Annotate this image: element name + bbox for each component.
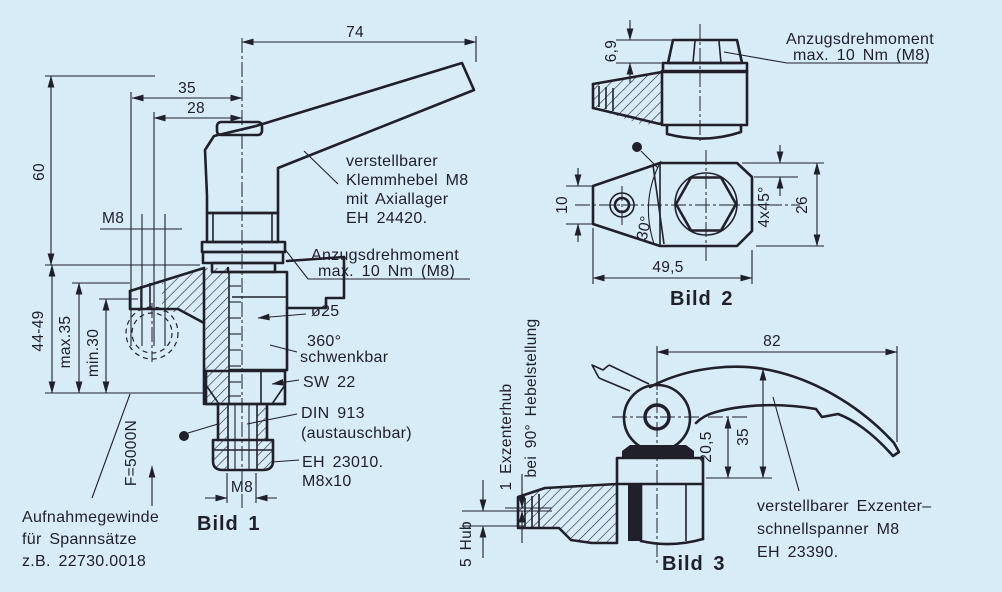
- note-torque-1: Anzugsdrehmoment: [311, 247, 459, 264]
- bild3-dimensions: [462, 346, 898, 558]
- dim-10: 10: [554, 196, 571, 214]
- dim-20-5: 20,5: [698, 431, 715, 462]
- note-eh-1: EH 23010.: [302, 454, 383, 471]
- bild1-caption: Bild 1: [197, 513, 260, 535]
- thread-ticks: [229, 285, 241, 397]
- dim-m8-hole: M8: [102, 210, 124, 227]
- dim-hub-5: 5 Hub: [458, 521, 475, 567]
- note-lever-2: Klemmhebel M8: [346, 172, 469, 189]
- dim-dia25: ø25: [311, 303, 339, 320]
- dim-min30: min.30: [85, 329, 102, 377]
- note-swivel-1: 360°: [307, 333, 341, 350]
- dim-exzenterhub: 1 Exzenterhub: [498, 384, 515, 491]
- bild2-torque-2: max. 10 Nm (M8): [793, 47, 930, 64]
- note-thread-2: für Spannsätze: [22, 531, 137, 548]
- bild2-caption: Bild 2: [670, 288, 733, 310]
- bild3-figure: 82 20,5 35 1 Exzenterhub bei 90° Hebelst…: [458, 319, 931, 575]
- bild1-shaft-assembly: [204, 270, 289, 472]
- dim-35: 35: [178, 80, 196, 97]
- bild3-note-2: schnellspanner M8: [757, 521, 899, 538]
- dim-44-49: 44-49: [30, 310, 47, 351]
- bild1-leaders: [91, 150, 470, 499]
- note-torque-2: max. 10 Nm (M8): [318, 263, 455, 280]
- bild2-dimensions: [566, 20, 928, 284]
- bild2-section-view: [591, 24, 749, 169]
- note-lever-3: mit Axiallager: [346, 191, 449, 208]
- note-thread-3: z.B. 22730.0018: [22, 553, 146, 570]
- note-din-2: (austauschbar): [301, 425, 412, 442]
- dim-82: 82: [763, 333, 781, 350]
- dim-hebelstellung: bei 90° Hebelstellung: [523, 319, 540, 478]
- note-din-1: DIN 913: [301, 405, 365, 422]
- bild2-figure: 6,9 Anzugsdrehmoment max. 10 Nm (M8) 10 …: [554, 20, 934, 310]
- bild1-dimensions: [45, 36, 477, 506]
- dim-49-5: 49,5: [652, 259, 683, 276]
- note-sw22: SW 22: [303, 374, 356, 391]
- note-thread-1: Aufnahmegewinde: [22, 509, 159, 526]
- dim-4x45: 4x45°: [756, 186, 773, 227]
- dim-60: 60: [31, 163, 48, 181]
- force-label: F=5000N: [123, 420, 140, 486]
- note-eh-2: M8x10: [302, 473, 352, 490]
- dim-30deg: 30°: [634, 214, 656, 241]
- dim-m8-stud: M8: [231, 479, 253, 496]
- dim-26: 26: [794, 196, 811, 214]
- dim-74: 74: [346, 24, 364, 41]
- bild3-note-1: verstellbarer Exzenter–: [757, 498, 931, 515]
- surface-dot-icon: [632, 142, 642, 152]
- bild2-plan-view: [575, 150, 800, 263]
- bild3-note-3: EH 23390.: [757, 544, 838, 561]
- dim-max35: max.35: [57, 316, 74, 369]
- note-swivel-2: schwenkbar: [300, 349, 389, 366]
- bild2-torque-1: Anzugsdrehmoment: [786, 31, 934, 48]
- bild3-body: [516, 445, 705, 546]
- note-lever-4: EH 24420.: [346, 210, 427, 227]
- note-lever-1: verstellbarer: [346, 153, 438, 170]
- dim-6-9: 6,9: [603, 40, 620, 62]
- bild1-figure: 74 35 28 60 M8 44-49 max.35 min.30 F=500…: [22, 24, 477, 570]
- bild3-caption: Bild 3: [662, 553, 725, 575]
- dim-28: 28: [187, 100, 205, 117]
- dim-35-b3: 35: [735, 428, 752, 446]
- surface-dot-icon: [179, 431, 189, 441]
